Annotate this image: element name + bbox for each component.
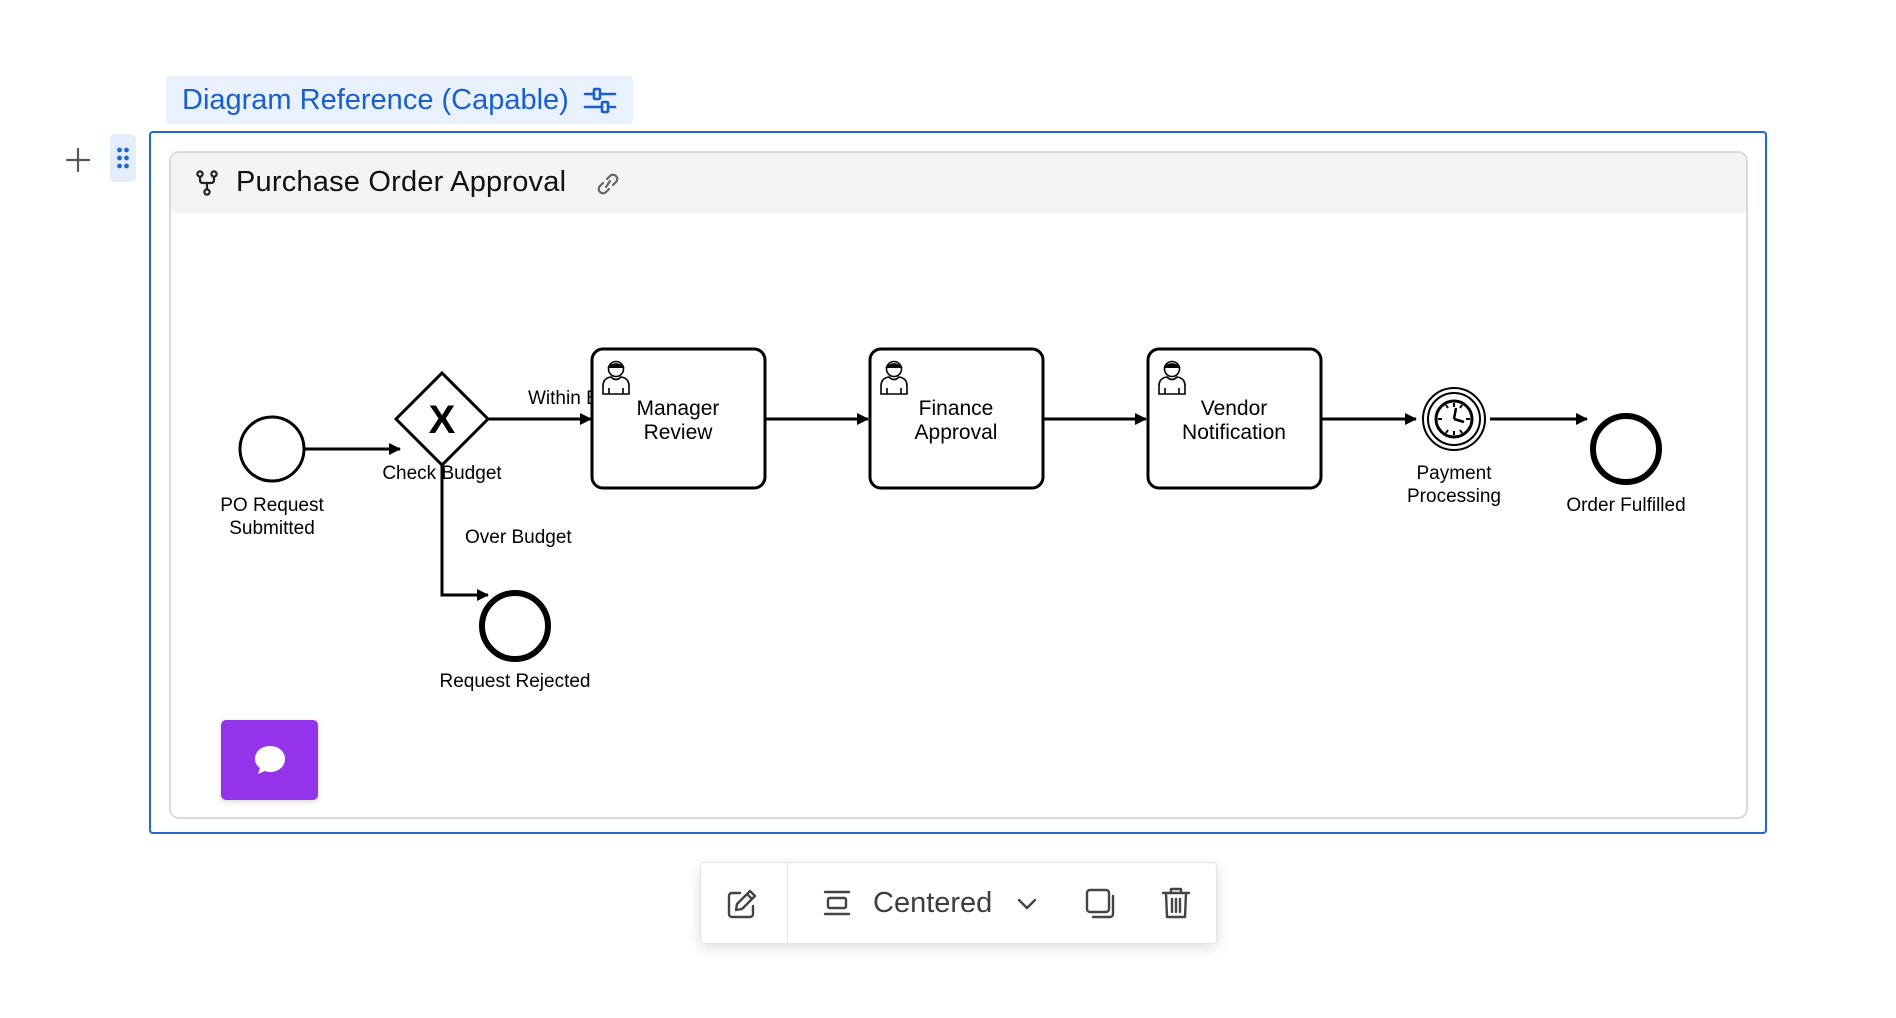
task-finance-approval-line2: Approval	[915, 421, 998, 444]
exclusive-gateway[interactable]: X	[393, 370, 491, 468]
timer-event[interactable]	[1422, 387, 1486, 451]
user-icon	[1158, 360, 1186, 395]
chat-bubble-icon	[254, 746, 285, 774]
drag-handle-icon	[117, 147, 129, 169]
flow-label-over-budget: Over Budget	[465, 527, 572, 548]
selected-block-frame	[149, 131, 1767, 834]
timer-event-label-line1: Payment	[1417, 463, 1493, 484]
card-title: Purchase Order Approval	[236, 166, 567, 198]
user-icon	[602, 360, 630, 395]
copy-icon[interactable]	[1084, 887, 1118, 926]
process-fork-icon	[195, 170, 219, 201]
task-manager-review[interactable]: Manager Review	[590, 347, 767, 490]
toolbar-divider	[787, 863, 788, 943]
chat-button[interactable]	[221, 720, 318, 800]
timer-event-label-line2: Processing	[1407, 486, 1501, 507]
diagram-reference-text: Diagram Reference (Capable)	[182, 83, 569, 116]
end-event-label: Order Fulfilled	[1566, 495, 1685, 516]
end-event-order-fulfilled[interactable]	[1590, 413, 1662, 485]
chevron-down-icon[interactable]	[1015, 894, 1039, 919]
task-manager-review-line2: Review	[644, 421, 714, 444]
gateway-marker: X	[429, 398, 456, 442]
task-vendor-notification-line2: Notification	[1182, 421, 1286, 444]
user-icon	[880, 360, 908, 395]
trash-icon[interactable]	[1161, 886, 1191, 925]
start-event-label-line2: Submitted	[229, 518, 315, 539]
gateway-label: Check Budget	[382, 463, 502, 484]
task-finance-approval[interactable]: Finance Approval	[868, 347, 1045, 490]
flow-over-budget	[440, 461, 489, 601]
card-header: Purchase Order Approval	[171, 153, 1746, 213]
bpmn-diagram: PO Request Submitted X Check Budget With…	[220, 347, 1686, 692]
start-event[interactable]	[238, 415, 306, 483]
diagram-reference-label[interactable]: Diagram Reference (Capable)	[166, 76, 633, 124]
sequence-flows	[277, 413, 1588, 601]
task-vendor-notification-line1: Vendor	[1201, 397, 1268, 420]
drag-handle[interactable]	[110, 134, 136, 182]
alignment-dropdown[interactable]: Centered	[873, 887, 993, 919]
block-toolbar: Centered	[700, 862, 1217, 944]
rejected-end-event-label: Request Rejected	[439, 671, 590, 692]
edit-icon[interactable]	[725, 887, 759, 926]
rejected-end-event[interactable]	[479, 590, 551, 662]
add-block-button[interactable]	[62, 144, 94, 176]
plus-icon	[65, 147, 91, 173]
align-center-icon[interactable]	[822, 888, 852, 923]
diagram-card: Purchase Order Approval PO Request Submi	[169, 151, 1748, 819]
link-icon[interactable]	[594, 173, 622, 200]
start-event-label-line1: PO Request	[220, 495, 324, 516]
settings-sliders-icon[interactable]	[583, 85, 617, 115]
task-manager-review-line1: Manager	[637, 397, 720, 420]
task-finance-approval-line1: Finance	[919, 397, 994, 420]
task-vendor-notification[interactable]: Vendor Notification	[1146, 347, 1323, 490]
